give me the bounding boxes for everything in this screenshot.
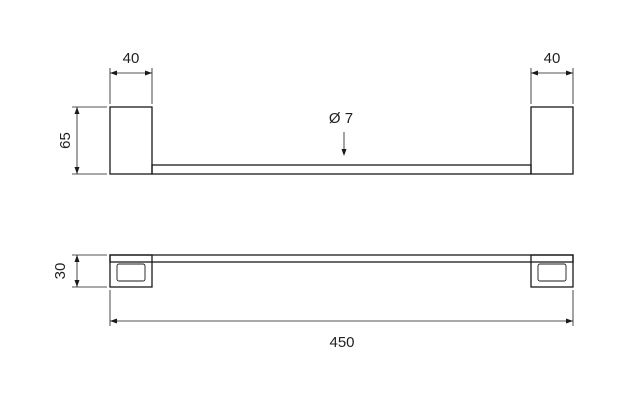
dim-overall-length: 450 bbox=[109, 290, 574, 351]
dim-right-width-label: 40 bbox=[544, 50, 561, 67]
dim-left-width-label: 40 bbox=[123, 50, 140, 67]
dim-diameter: Ø 7 bbox=[329, 110, 353, 156]
right-bracket-recess bbox=[537, 263, 567, 282]
dim-overall-length-label: 450 bbox=[329, 334, 354, 351]
left-bracket bbox=[109, 106, 153, 175]
dim-diameter-label: Ø 7 bbox=[329, 110, 353, 127]
dim-height-label: 65 bbox=[57, 132, 74, 149]
dim-height: 65 bbox=[57, 106, 107, 175]
left-bracket-recess bbox=[116, 263, 146, 282]
top-view bbox=[109, 254, 574, 288]
dim-depth: 30 bbox=[52, 254, 107, 288]
top-bar-outline bbox=[109, 254, 574, 263]
left-bracket-top bbox=[109, 254, 153, 288]
front-view bbox=[109, 106, 574, 175]
dim-right-width: 40 bbox=[530, 50, 574, 104]
towel-bar bbox=[151, 164, 532, 175]
right-bracket-top bbox=[530, 254, 574, 288]
dim-left-width: 40 bbox=[109, 50, 153, 104]
dim-depth-label: 30 bbox=[52, 263, 69, 280]
right-bracket bbox=[530, 106, 574, 175]
